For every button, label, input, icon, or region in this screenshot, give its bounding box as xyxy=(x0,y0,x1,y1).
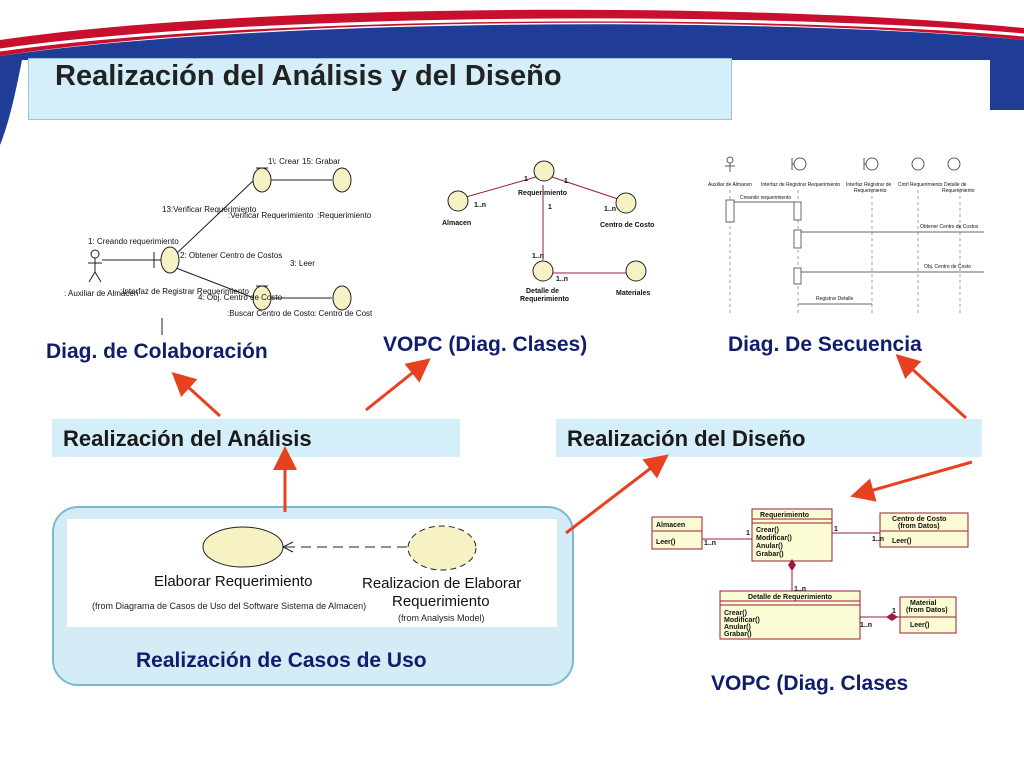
collab-msg-crear: 1\: Crear xyxy=(268,157,299,166)
collab-obj-centro: : Centro de Costo xyxy=(314,309,372,318)
seq-msg-obj: Obj. Centro de Costo xyxy=(924,264,971,270)
vopc1-almacen: Almacen xyxy=(442,220,471,227)
collab-msg-creando: 1: Creando requerimiento xyxy=(88,237,179,246)
vopc2-centro-sub: (from Datos) xyxy=(898,523,940,530)
vopc2-m-f: 1..n xyxy=(860,622,872,629)
vopc1-detalle-2: Requerimiento xyxy=(520,296,569,303)
design-band: Realización del Diseño xyxy=(556,419,982,457)
vopc2-almacen: Almacen xyxy=(656,522,685,529)
seq-lifeline-interfaz: Interfaz de Registrar Requerimiento xyxy=(761,182,840,188)
use-case-from: (from Diagrama de Casos de Uso del Softw… xyxy=(92,601,367,611)
vopc1-m2: 1 xyxy=(564,178,568,185)
vopc1-m6: 1..n xyxy=(532,253,544,260)
caption-sequence: Diag. De Secuencia xyxy=(728,333,922,356)
arrow-analysis-to-collab xyxy=(171,371,222,418)
seq-lifeline-interfaz2-a: Interfaz Registrar de xyxy=(846,182,892,188)
vopc-analysis-diagram: Requerimiento Almacen Centro de Costo De… xyxy=(440,155,660,305)
seq-lifeline-interfaz2-b: Requerimiento xyxy=(854,188,887,194)
header-swoosh xyxy=(0,9,1024,145)
vopc2-req-op-2: Anular() xyxy=(756,543,783,550)
vopc1-m1: 1 xyxy=(524,176,528,183)
realization-name-line2: Requerimiento xyxy=(392,593,490,610)
vopc2-detalle-op-0: Crear() xyxy=(724,610,747,617)
vopc2-material: Material xyxy=(910,600,937,607)
vopc1-m3: 1..n xyxy=(474,202,486,209)
collab-obj-requerimiento: :Requerimiento xyxy=(317,211,372,220)
vopc2-req: Requerimiento xyxy=(760,512,809,519)
seq-msg-registrar: Registrar Detalle xyxy=(816,296,853,302)
caption-vopc-design: VOPC (Diag. Clases xyxy=(711,672,909,695)
analysis-band: Realización del Análisis xyxy=(52,419,460,457)
collab-obj-buscar: :Buscar Centro de Costo xyxy=(227,309,315,318)
vopc1-m7: 1..n xyxy=(556,276,568,283)
vopc2-material-sub: (from Datos) xyxy=(906,607,948,614)
vopc2-centro: Centro de Costo xyxy=(892,516,946,523)
collab-msg-obj-centro: 4: Obj. Centro de Costo xyxy=(198,293,283,302)
seq-lifeline-ctrl: Cntrl Requerimiento xyxy=(898,182,943,188)
caption-vopc-analysis: VOPC (Diag. Clases) xyxy=(383,333,588,356)
vopc2-detalle-op-1: Modificar() xyxy=(724,617,760,624)
vopc2-almacen-op: Leer() xyxy=(656,539,675,546)
seq-msg-obtener: Obtener Centro de Costos xyxy=(920,224,979,230)
use-case-box-title: Realización de Casos de Uso xyxy=(136,649,427,672)
use-case-shapes xyxy=(202,525,477,571)
seq-lifeline-detalle-b: Requerimiento xyxy=(942,188,975,194)
collab-obj-verificar: :Verificar Requerimiento xyxy=(228,211,314,220)
vopc2-m-a: 1 xyxy=(746,530,750,537)
vopc2-centro-op: Leer() xyxy=(892,538,911,545)
title-box xyxy=(28,58,732,120)
vopc2-detalle-op-3: Grabar() xyxy=(724,631,752,638)
vopc2-req-op-3: Grabar() xyxy=(756,551,784,558)
vopc1-requerimiento: Requerimiento xyxy=(518,190,567,197)
design-band-label: Realización del Diseño xyxy=(567,426,806,451)
collab-obj-actor: : Auxiliar de Almacen xyxy=(64,289,138,298)
collab-msg-leer: 3: Leer xyxy=(290,259,315,268)
sequence-diagram: Auxiliar de Almacen Interfaz de Registra… xyxy=(706,150,984,315)
collab-msg-obtener: 2: Obtener Centro de Costos xyxy=(180,251,282,260)
seq-msg-creando: Creando requerimiento xyxy=(740,195,791,201)
seq-lifeline-aux: Auxiliar de Almacen xyxy=(708,182,752,188)
vopc1-m4: 1..n xyxy=(604,206,616,213)
vopc1-m5: 1 xyxy=(548,204,552,211)
caption-collaboration: Diag. de Colaboración xyxy=(46,340,268,363)
vopc2-m-b: 1..n xyxy=(704,540,716,547)
vopc2-detalle: Detalle de Requerimiento xyxy=(748,594,832,601)
vopc-design-diagram: Almacen Leer() Requerimiento Crear() Mod… xyxy=(651,508,969,640)
use-case-name: Elaborar Requerimiento xyxy=(154,573,313,590)
vopc1-centro: Centro de Costo xyxy=(600,222,654,229)
vopc2-material-op: Leer() xyxy=(910,622,929,629)
vopc2-m-c: 1 xyxy=(834,526,838,533)
analysis-band-label: Realización del Análisis xyxy=(63,426,312,451)
collab-msg-grabar: 15: Grabar xyxy=(302,157,341,166)
vopc1-detalle-1: Detalle de xyxy=(526,288,559,295)
arrow-design-to-sequence xyxy=(895,353,968,420)
vopc2-req-op-0: Crear() xyxy=(756,527,779,534)
slide-title: Realización del Análisis y del Diseño xyxy=(55,60,562,92)
vopc2-m-d: 1..n xyxy=(872,536,884,543)
realization-name-line1: Realizacion de Elaborar xyxy=(362,575,522,592)
seq-lifeline-detalle-a: Detalle de xyxy=(944,182,967,188)
realization-from: (from Analysis Model) xyxy=(398,613,485,623)
vopc2-m-e: 1..n xyxy=(794,586,806,593)
arrow-analysis-to-vopc xyxy=(365,358,431,412)
vopc2-detalle-op-2: Anular() xyxy=(724,624,751,631)
collab-msg-verificar: 13:Verificar Requerimiento xyxy=(162,205,257,214)
arrow-design-to-vopc2 xyxy=(850,460,973,502)
collaboration-diagram: 1\: Crear 15: Grabar 13:Verificar Requer… xyxy=(62,150,372,335)
collab-obj-interfaz: :Interfaz de Registrar Requerimiento xyxy=(120,287,250,296)
use-case-diagram xyxy=(67,519,557,627)
vopc2-req-op-1: Modificar() xyxy=(756,535,792,542)
vopc2-m-g: 1 xyxy=(892,608,896,615)
vopc1-materiales: Materiales xyxy=(616,290,650,297)
